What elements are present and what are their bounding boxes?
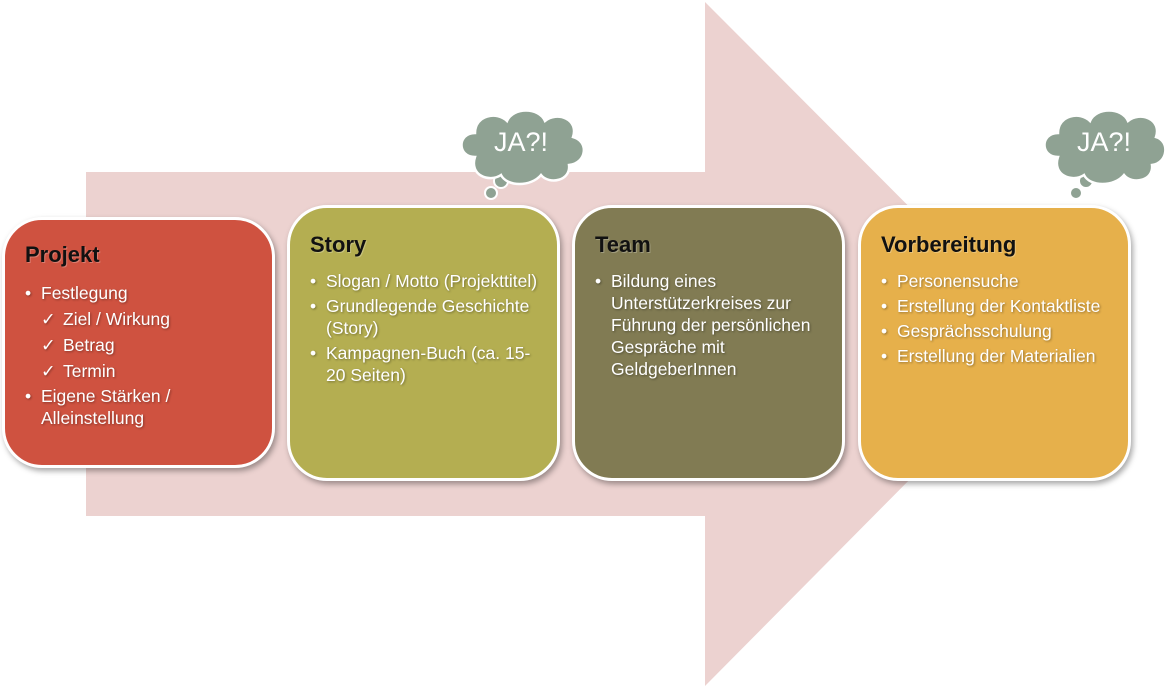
step-projekt-title: Projekt (25, 242, 100, 267)
thought-cloud-vorbereitung: JA?! (1036, 105, 1170, 205)
step-projekt-box: Projekt Festlegung Ziel / Wirkung Betrag… (2, 217, 275, 468)
list-item: Grundlegende Geschichte (Story) (310, 295, 541, 339)
list-item: Erstellung der Materialien (881, 345, 1112, 367)
step-team-box: Team Bildung eines Unterstützerkreises z… (572, 205, 845, 481)
step-story-box: Story Slogan / Motto (Projekttitel) Grun… (287, 205, 560, 481)
step-story-list: Slogan / Motto (Projekttitel) Grundlegen… (310, 270, 541, 386)
thought-cloud-icon (1043, 109, 1167, 200)
list-item: Ziel / Wirkung (25, 308, 256, 330)
list-item: Gesprächsschulung (881, 320, 1112, 342)
thought-cloud-story: JA?! (453, 105, 589, 205)
list-item: Slogan / Motto (Projekttitel) (310, 270, 541, 292)
cloud-label: JA?! (493, 127, 549, 157)
list-item: Betrag (25, 334, 256, 356)
step-team-title: Team (595, 232, 651, 257)
step-vorbereitung-list: Personensuche Erstellung der Kontaktlist… (881, 270, 1112, 367)
list-item: Bildung eines Unterstützerkreises zur Fü… (595, 270, 826, 380)
step-team-list: Bildung eines Unterstützerkreises zur Fü… (595, 270, 826, 380)
list-item: Personensuche (881, 270, 1112, 292)
cloud-label: JA?! (1076, 127, 1132, 157)
thought-cloud-icon (460, 109, 585, 200)
list-item: Kampagnen-Buch (ca. 15-20 Seiten) (310, 342, 541, 386)
step-story-title: Story (310, 232, 367, 257)
list-item: Eigene Stärken / Alleinstellung (25, 385, 256, 429)
step-vorbereitung-box: Vorbereitung Personensuche Erstellung de… (858, 205, 1131, 481)
step-projekt-list: Festlegung Ziel / Wirkung Betrag Termin … (25, 282, 256, 429)
list-item: Termin (25, 360, 256, 382)
list-item: Erstellung der Kontaktliste (881, 295, 1112, 317)
list-item: Festlegung (25, 282, 256, 304)
step-vorbereitung-title: Vorbereitung (881, 232, 1017, 257)
